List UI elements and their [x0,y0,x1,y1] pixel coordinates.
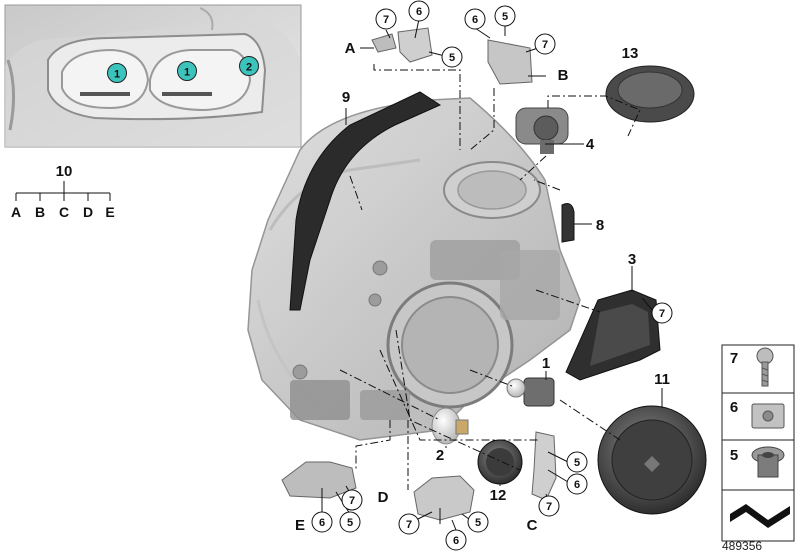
svg-text:7: 7 [542,39,548,51]
circled-callout-7: 7 [398,513,420,535]
svg-text:5: 5 [449,52,455,64]
legend-leaf-b: B [35,204,45,220]
legend-leaf-e: E [105,204,114,220]
circled-callout-5: 5 [467,511,489,533]
panel-number-6: 6 [730,399,738,416]
callout-12: 12 [490,487,507,504]
callout-letter-c: C [527,517,538,534]
legend-leaf-a: A [11,204,21,220]
part-d-bracket [413,475,475,521]
svg-text:6: 6 [472,14,478,26]
circled-callout-6: 6 [464,8,486,30]
callout-13: 13 [622,45,639,62]
callout-2: 2 [436,447,444,464]
screw-icon [756,347,774,387]
part-4-motor [515,107,569,154]
dash-dot-lines [339,64,641,490]
callout-3: 3 [628,251,636,268]
part-c-bracket [531,431,557,501]
clip-nut-icon [751,403,785,429]
circled-callout-5: 5 [441,46,463,68]
circled-callout-5: 5 [566,451,588,473]
callout-letter-a: A [345,40,356,57]
standard-parts-panel: 7 6 5 [721,344,795,542]
svg-text:5: 5 [574,457,580,469]
circled-callout-6: 6 [311,511,333,533]
shim-icon [730,504,790,528]
car-front-inset [4,4,302,148]
circled-callout-6: 6 [408,0,430,22]
part-2-bulb [431,407,469,445]
svg-text:5: 5 [475,517,481,529]
part-a-bracket [371,27,433,63]
part-1-bulb-socket [506,377,555,407]
circled-callout-6: 6 [445,529,467,551]
svg-text:7: 7 [546,501,552,513]
callout-letter-b: B [558,67,569,84]
svg-text:6: 6 [416,6,422,18]
circled-callout-7: 7 [341,489,363,511]
part-b-bracket [487,39,533,85]
svg-text:1: 1 [184,67,190,79]
circled-callout-5: 5 [339,511,361,533]
panel-number-5: 5 [730,447,738,464]
circled-callout-7: 7 [534,33,556,55]
svg-text:6: 6 [319,517,325,529]
legend-leaf-c: C [59,204,69,220]
svg-text:6: 6 [574,479,580,491]
svg-text:7: 7 [383,14,389,26]
svg-text:2: 2 [246,62,252,74]
part-12-cap [477,439,523,485]
panel-number-7: 7 [730,350,738,367]
svg-text:7: 7 [659,308,665,320]
part-9-seal [289,91,442,311]
part-3-cover [565,289,661,381]
callout-4: 4 [586,136,595,153]
legend-root-number: 10 [56,163,73,180]
circled-callout-7: 7 [375,8,397,30]
callout-1: 1 [542,355,550,372]
repair-kit-legend-tree: 10 A B C D E [11,163,115,220]
part-e-bracket [281,461,357,499]
svg-text:1: 1 [114,69,120,81]
document-number: 489356 [722,539,763,553]
part-8-hose [561,203,575,243]
svg-text:7: 7 [406,519,412,531]
legend-leaf-d: D [83,204,93,220]
circled-callout-5: 5 [494,5,516,27]
inset-marker-low-beam-2: 1 [177,61,197,81]
circled-callout-6: 6 [566,473,588,495]
circled-callout-7: 7 [651,302,673,324]
svg-text:5: 5 [502,11,508,23]
callout-letter-d: D [378,489,389,506]
expanding-nut-icon [751,446,785,478]
callout-8: 8 [596,217,604,234]
callout-11: 11 [654,371,670,388]
part-13-cap [605,65,695,123]
callout-letter-e: E [295,517,305,534]
svg-text:6: 6 [453,535,459,547]
part-11-large-cap [597,405,707,515]
svg-text:7: 7 [349,495,355,507]
svg-text:5: 5 [347,517,353,529]
circled-callout-7: 7 [538,495,560,517]
inset-marker-low-beam-1: 1 [107,63,127,83]
callout-9: 9 [342,89,350,106]
inset-marker-high-beam: 2 [239,56,259,76]
